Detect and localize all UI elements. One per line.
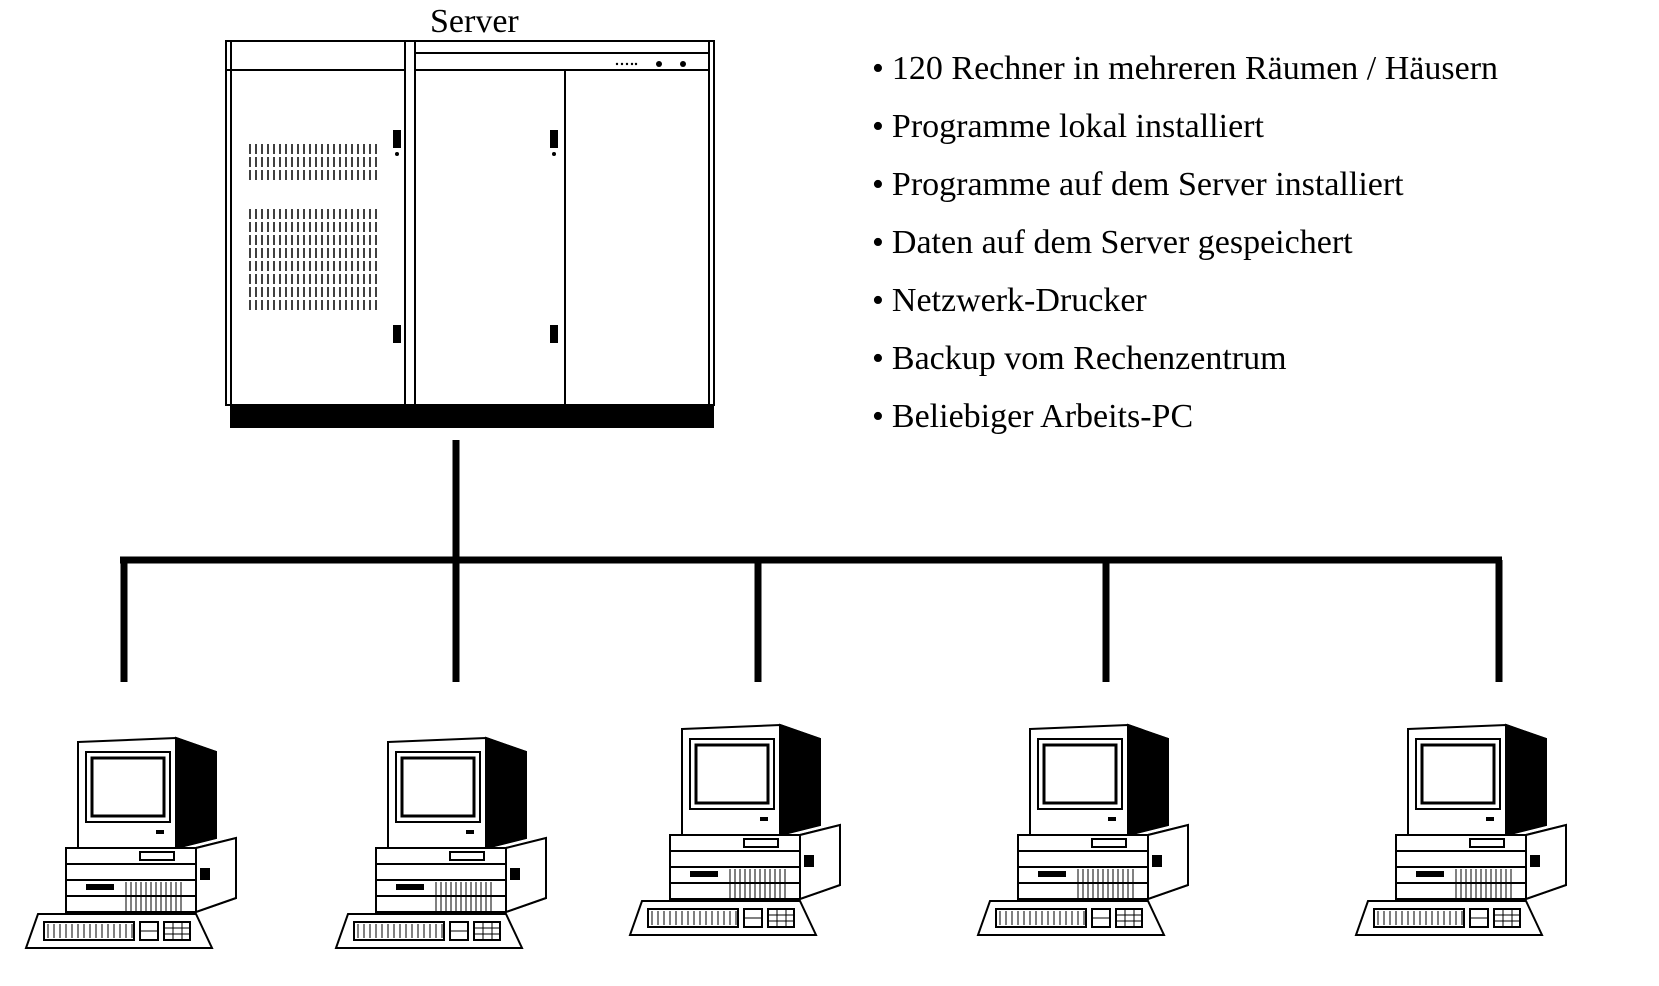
feature-item: Backup vom Rechenzentrum xyxy=(872,330,1659,388)
feature-list: 120 Rechner in mehreren Räumen / Häusern… xyxy=(872,40,1659,446)
workstation-pc xyxy=(628,723,841,936)
server-label: Server xyxy=(430,3,519,40)
network-lines xyxy=(120,440,1503,682)
server-vents xyxy=(249,144,377,310)
server-base xyxy=(230,404,714,428)
door-handles xyxy=(393,130,558,343)
feature-item: Programme auf dem Server installiert xyxy=(872,156,1659,214)
feature-item: 120 Rechner in mehreren Räumen / Häusern xyxy=(872,40,1659,98)
workstation-pc xyxy=(334,736,547,949)
workstation-pc xyxy=(24,736,237,949)
server-cabinet xyxy=(225,40,715,428)
feature-item: Daten auf dem Server gespeichert xyxy=(872,214,1659,272)
workstation-pc xyxy=(976,723,1189,936)
feature-item: Beliebiger Arbeits-PC xyxy=(872,388,1659,446)
feature-item: Programme lokal installiert xyxy=(872,98,1659,156)
feature-item: Netzwerk-Drucker xyxy=(872,272,1659,330)
workstation-pc xyxy=(1354,723,1567,936)
indicator-lights xyxy=(615,61,686,67)
